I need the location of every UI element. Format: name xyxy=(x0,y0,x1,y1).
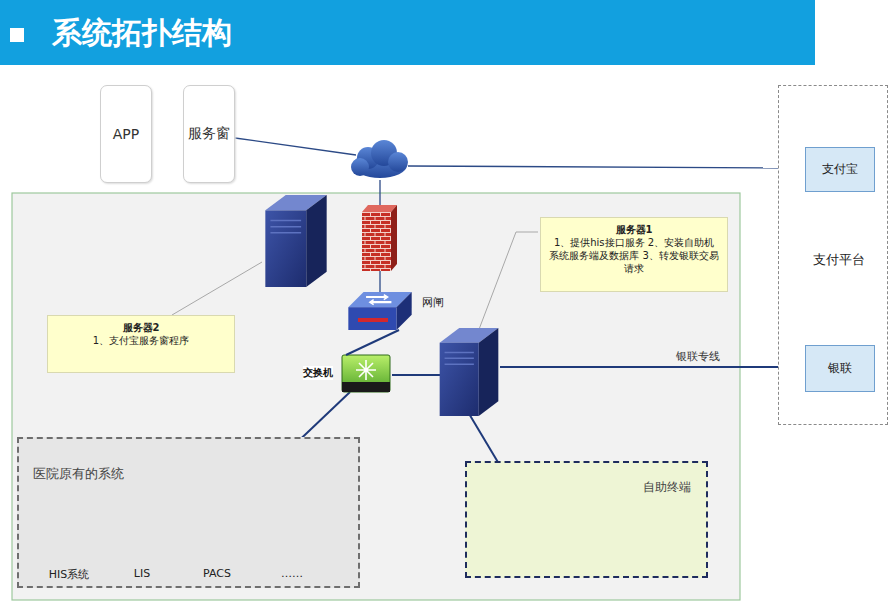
alipay-box: 支付宝 xyxy=(805,147,875,192)
page-title: 系统拓扑结构 xyxy=(52,13,232,54)
node-label: 支付宝 xyxy=(822,161,858,178)
more-servers-label: …… xyxy=(269,567,315,584)
node-label: 服务器1 xyxy=(549,223,719,236)
node-label: 服务窗 xyxy=(188,125,230,143)
node-label: 医院原有的系统 xyxy=(33,465,124,483)
node-label: 交换机 xyxy=(303,366,333,380)
self-service-box: 自助终端 xyxy=(465,461,708,578)
gateway-device: 网闸 xyxy=(348,290,450,330)
node-label: HIS系统 xyxy=(37,567,101,582)
pacs-server-label: PACS xyxy=(191,567,243,584)
node-label: LIS xyxy=(119,567,165,580)
node-label: 网闸 xyxy=(422,295,444,310)
node-label: 自助终端 xyxy=(643,479,691,496)
line-label: 银联专线 xyxy=(676,349,720,364)
server1-callout: 服务器11、提供his接口服务 2、安装自助机系统服务端及数据库 3、转发银联交… xyxy=(540,217,728,292)
his-server-label: HIS系统 xyxy=(37,567,101,584)
node-label: 支付平台 xyxy=(813,251,865,269)
node-label: APP xyxy=(113,126,139,142)
title-band: 系统拓扑结构 xyxy=(0,0,815,65)
hospital-systems-box: 医院原有的系统 HIS系统 LIS PACS …… xyxy=(17,437,360,588)
title-bullet xyxy=(10,28,24,42)
server2-callout: 服务器21、支付宝服务窗程序 xyxy=(47,315,235,373)
connector-line xyxy=(346,330,399,355)
node-label: …… xyxy=(269,567,315,580)
node-label: PACS xyxy=(191,567,243,580)
phone-app: APP xyxy=(100,85,152,183)
node-label: 服务器2 xyxy=(56,321,226,334)
phone-service-window: 服务窗 xyxy=(183,85,235,183)
platform-box: 支付平台支付宝银联 xyxy=(778,85,888,425)
core-switch: 交换机 xyxy=(300,355,392,392)
node-label: 银联 xyxy=(828,360,852,377)
node-body-text: 1、支付宝服务窗程序 xyxy=(56,334,226,347)
unionpay-box: 银联 xyxy=(805,345,875,392)
lis-server-label: LIS xyxy=(119,567,165,584)
node-body-text: 1、提供his接口服务 2、安装自助机系统服务端及数据库 3、转发银联交易请求 xyxy=(549,236,719,275)
